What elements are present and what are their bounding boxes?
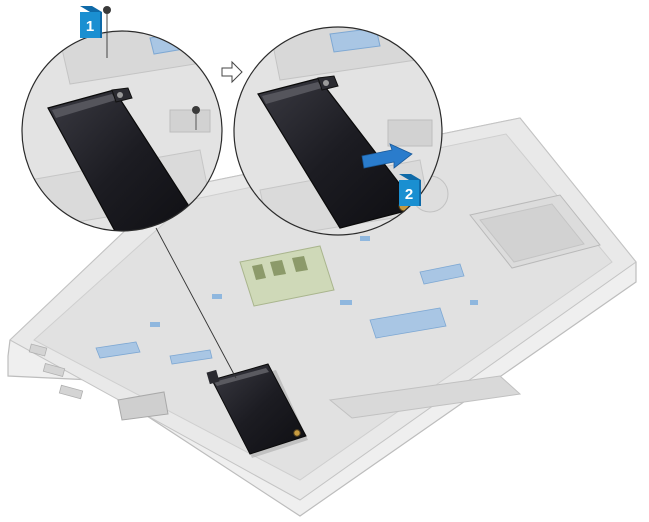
hollow-arrow-right-icon bbox=[221, 60, 243, 84]
step-2-badge: 2 bbox=[399, 174, 421, 206]
screw-icon bbox=[192, 106, 200, 114]
push-arrow-icon bbox=[361, 143, 413, 169]
ssd-bracket-tab bbox=[206, 369, 220, 385]
laptop-base-chassis bbox=[7, 117, 637, 517]
wlan-card bbox=[117, 391, 169, 421]
memory-module bbox=[239, 245, 335, 307]
ssd-module-installed bbox=[206, 363, 308, 458]
screw-icon bbox=[103, 6, 111, 58]
step-1-number: 1 bbox=[86, 18, 94, 35]
ssd-screw-hole bbox=[293, 429, 301, 437]
callout-detail-step-1 bbox=[21, 6, 223, 232]
step-2-number: 2 bbox=[405, 186, 413, 203]
callout-pointer-line bbox=[155, 227, 237, 379]
ribbon-cables bbox=[95, 263, 465, 365]
step-1-badge: 1 bbox=[80, 6, 102, 38]
